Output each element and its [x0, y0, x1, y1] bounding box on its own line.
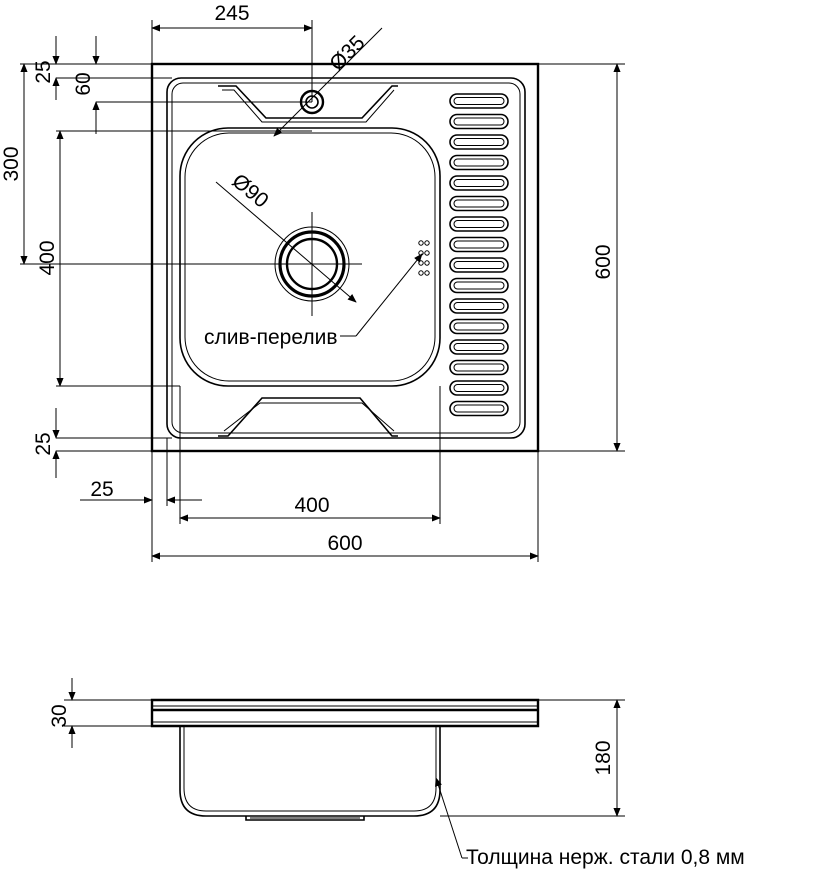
dim-d35-label: Ø35 — [325, 31, 369, 75]
groove — [449, 359, 509, 376]
dim-600-bottom-label: 600 — [327, 532, 362, 555]
groove-inner — [453, 240, 505, 249]
dim-25-left-label: 25 — [90, 478, 113, 501]
dim-25-bottom-label: 25 — [32, 432, 55, 455]
side-view: 30 180 Толщина нерж. стали 0,8 мм — [48, 678, 745, 869]
bowl-outline — [179, 127, 441, 387]
dim-300-label: 300 — [0, 146, 23, 181]
groove-inner — [453, 261, 505, 269]
bottom-ledge-inner — [223, 402, 395, 432]
dim-25-top-label: 25 — [32, 60, 55, 83]
side-bowl — [179, 726, 441, 817]
top-ledge — [218, 85, 398, 119]
groove-inner — [453, 199, 505, 208]
side-rim — [150, 698, 540, 728]
groove-inner — [453, 363, 505, 372]
groove-inner — [453, 302, 505, 310]
dim-180-label: 180 — [592, 740, 615, 775]
drainboard-grooves — [449, 93, 509, 417]
dim-600-right-label: 600 — [592, 244, 615, 279]
groove-inner — [453, 384, 505, 392]
overflow-holes-icon — [418, 240, 430, 276]
side-drain — [245, 816, 365, 821]
sink-outline — [150, 62, 540, 453]
dim-30-label: 30 — [48, 704, 71, 727]
dim-400-bottom-label: 400 — [294, 494, 329, 517]
dim-d90-label: Ø90 — [228, 169, 273, 212]
groove — [449, 318, 509, 335]
groove — [449, 113, 509, 130]
groove-inner — [453, 322, 505, 331]
groove — [449, 257, 509, 273]
groove-inner — [453, 158, 505, 167]
groove-inner — [453, 117, 505, 126]
groove-inner — [453, 220, 505, 228]
groove — [449, 134, 509, 150]
groove — [449, 93, 509, 109]
groove-inner — [453, 343, 505, 351]
dim-60-label: 60 — [72, 72, 95, 95]
groove — [449, 339, 509, 355]
top-view — [150, 62, 540, 453]
groove — [449, 380, 509, 396]
groove — [449, 216, 509, 232]
groove — [449, 175, 509, 191]
groove-inner — [453, 97, 505, 105]
groove — [449, 236, 509, 253]
groove — [449, 298, 509, 314]
bottom-ledge — [218, 397, 398, 437]
groove-inner — [453, 179, 505, 187]
groove-inner — [453, 404, 505, 413]
bowl-outline-inner — [184, 132, 436, 382]
rim-contour-inner — [171, 82, 521, 434]
groove — [449, 195, 509, 212]
groove-inner — [453, 138, 505, 146]
top-ledge-inner — [222, 89, 395, 123]
groove — [449, 277, 509, 294]
groove — [449, 400, 509, 417]
dim-400-left-label: 400 — [36, 240, 59, 275]
overflow-label: слив-перелив — [204, 326, 338, 349]
thickness-note: Толщина нерж. стали 0,8 мм — [466, 846, 745, 869]
rim-contour — [166, 77, 526, 439]
groove — [449, 154, 509, 171]
dim-245-label: 245 — [214, 2, 249, 25]
groove-inner — [453, 281, 505, 290]
